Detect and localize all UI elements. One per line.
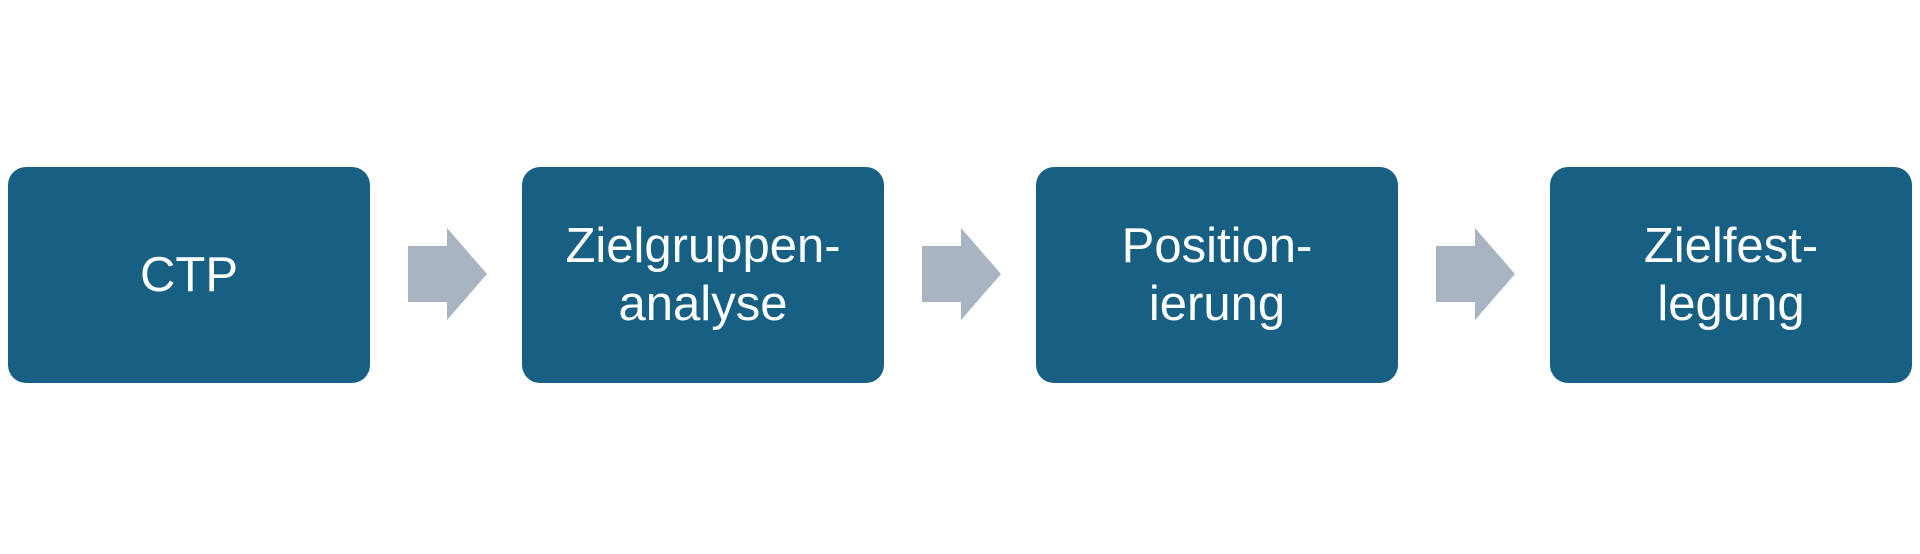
step-label-line: Position- bbox=[1121, 219, 1313, 273]
step-label-line: Zielfest- bbox=[1643, 219, 1819, 273]
arrow-right-icon bbox=[1436, 228, 1515, 320]
step-label-line: legung bbox=[1657, 277, 1805, 331]
step-label-line: Zielgruppen- bbox=[565, 219, 841, 273]
step-label-line: ierung bbox=[1148, 277, 1286, 331]
step-box-ctp: CTP bbox=[8, 167, 370, 383]
step-box-zielgruppenanalyse: Zielgruppen- analyse bbox=[522, 167, 884, 383]
arrow-right-icon bbox=[922, 228, 1001, 320]
step-box-positionierung: Position- ierung bbox=[1036, 167, 1398, 383]
step-box-zielfestlegung: Zielfest- legung bbox=[1550, 167, 1912, 383]
arrow-right-icon bbox=[408, 228, 487, 320]
step-label-line: analyse bbox=[618, 277, 788, 331]
step-label-line: CTP bbox=[140, 248, 238, 302]
